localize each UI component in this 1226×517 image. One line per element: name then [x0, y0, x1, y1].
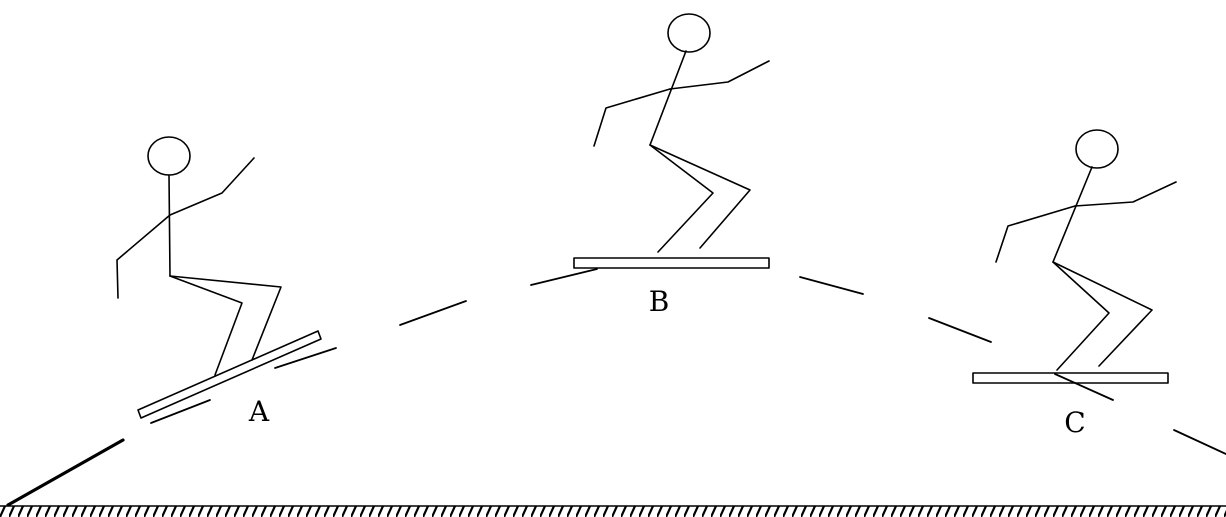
- skier-a-torso: [168, 174, 171, 277]
- skier-b-leg-1: [649, 144, 714, 253]
- label-c: C: [1064, 406, 1085, 439]
- skier-b-ski: [573, 257, 770, 269]
- skier-a-ski: [137, 330, 322, 419]
- skier-c-head: [1075, 129, 1119, 169]
- skier-c-leg-2: [1052, 261, 1153, 367]
- skier-b-leg-2: [649, 144, 751, 249]
- trajectory-path: [150, 268, 1226, 455]
- skier-a-leg-1: [169, 275, 243, 376]
- skier-b-arm-front: [669, 60, 770, 90]
- skier-a-leg-2: [169, 275, 282, 361]
- skier-c-arm-front: [1074, 181, 1177, 207]
- ramp: [6, 438, 125, 507]
- skier-c-ski: [972, 372, 1169, 384]
- skier-c: [972, 129, 1177, 384]
- skier-c-arm-back: [995, 205, 1076, 263]
- skier-a: [116, 136, 322, 419]
- skier-b-head: [667, 13, 711, 53]
- skier-b: [573, 13, 770, 269]
- ground: [0, 506, 1226, 517]
- skier-b-torso: [649, 50, 687, 146]
- skier-a-arm-front: [169, 157, 255, 216]
- skier-c-torso: [1052, 166, 1093, 263]
- skier-b-arm-back: [593, 88, 671, 147]
- label-a: A: [248, 395, 270, 428]
- skier-a-arm-back: [116, 214, 171, 299]
- skier-c-leg-1: [1052, 261, 1110, 371]
- skier-a-head: [147, 136, 191, 176]
- label-b: B: [649, 285, 670, 318]
